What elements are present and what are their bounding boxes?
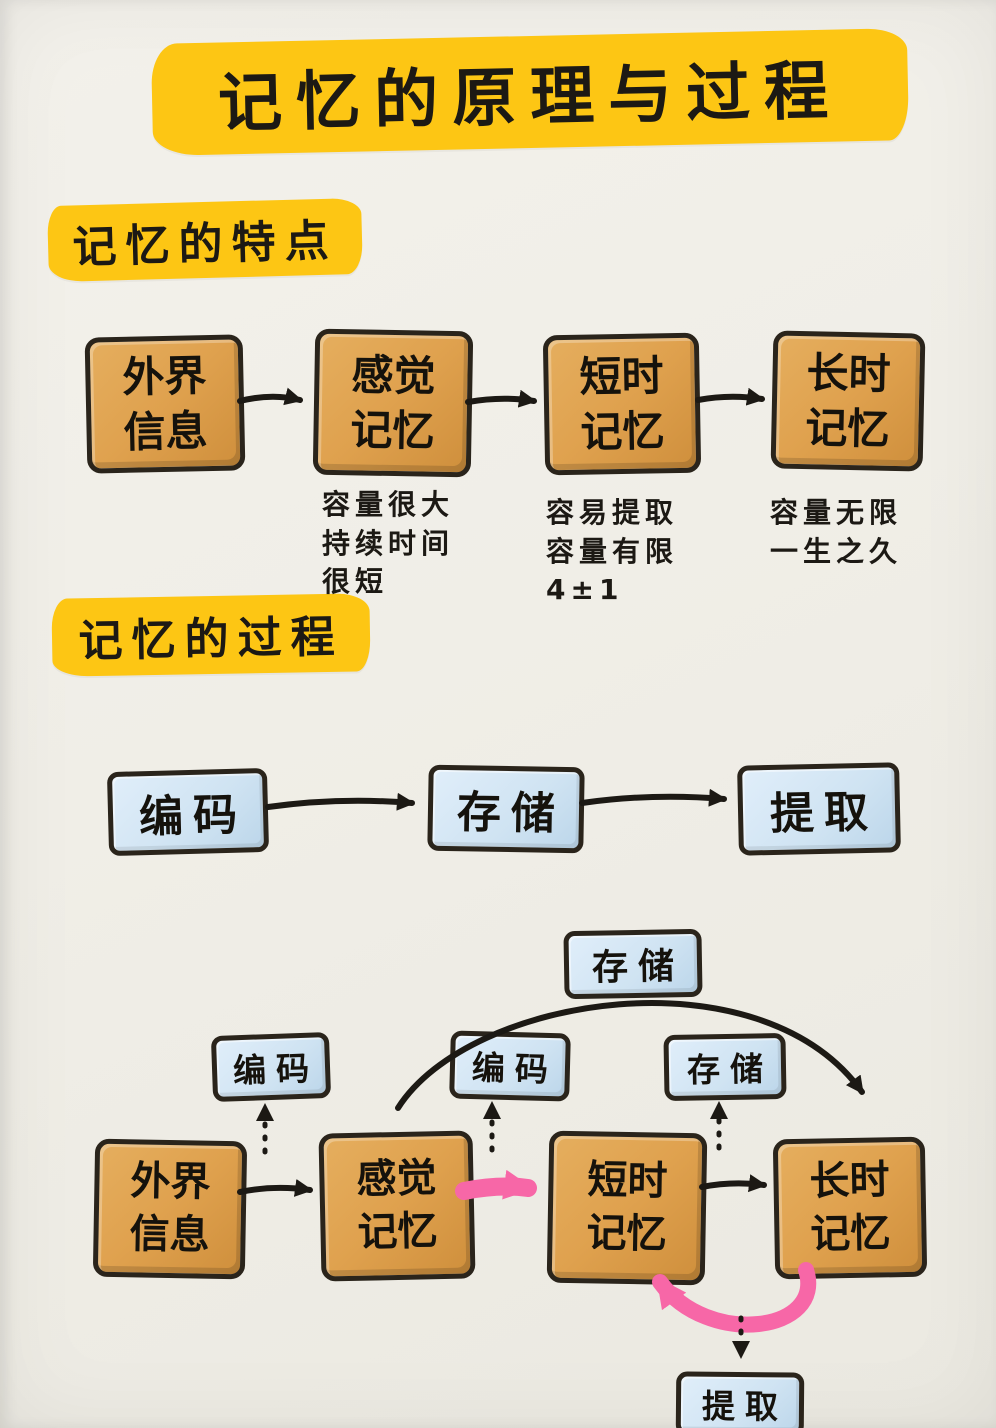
short-term-memory-note: 容易提取 容量有限 4±1 <box>546 496 679 607</box>
model-arrow-short-to-long <box>699 1174 767 1193</box>
model-storage-top-box: 存储 <box>563 928 703 1000</box>
title-highlight: 记忆的原理与过程 <box>150 28 910 156</box>
model-storage-right-box: 存储 <box>663 1032 787 1102</box>
process-box-storage: 存储 <box>427 764 585 854</box>
model-short-term-label: 短时记忆 <box>586 1157 668 1258</box>
external-info-label: 外界信息 <box>121 350 209 457</box>
model-long-term-label: 长时记忆 <box>809 1157 891 1258</box>
model-encoding-mid-label: 编码 <box>471 1048 559 1090</box>
model-box-short-term: 短时记忆 <box>546 1130 708 1286</box>
process-heading-highlight: 记忆的过程 <box>51 593 371 677</box>
model-storage-top-label: 存储 <box>591 946 685 989</box>
model-storage-right-label: 存储 <box>686 1049 774 1090</box>
process-box-encoding: 编码 <box>106 767 270 857</box>
model-encoding-left-label: 编码 <box>232 1048 320 1091</box>
model-encoding-mid-box: 编码 <box>449 1030 571 1102</box>
page-title: 记忆的原理与过程 <box>217 54 843 142</box>
model-encoding-left-box: 编码 <box>210 1031 332 1103</box>
memory-box-sensory: 感觉记忆 <box>312 328 474 478</box>
arrow-encoding-to-storage <box>265 792 415 811</box>
model-retrieval-box: 提取 <box>675 1371 805 1428</box>
model-retrieval-label: 提取 <box>701 1386 789 1427</box>
arrow-sensory-to-short <box>465 389 537 408</box>
features-heading-highlight: 记忆的特点 <box>47 197 363 283</box>
model-box-sensory: 感觉记忆 <box>318 1130 476 1282</box>
arrow-info-to-sensory <box>237 387 303 406</box>
model-box-external-info: 外界信息 <box>92 1138 248 1280</box>
sensory-memory-label: 感觉记忆 <box>350 349 436 456</box>
arrow-short-to-long <box>695 387 765 406</box>
long-term-memory-note: 容量无限 一生之久 <box>770 496 903 568</box>
encoding-label: 编码 <box>138 789 248 844</box>
model-sensory-label: 感觉记忆 <box>355 1155 439 1256</box>
process-heading: 记忆的过程 <box>78 611 345 668</box>
features-heading: 记忆的特点 <box>71 215 339 274</box>
long-term-memory-label: 长时记忆 <box>804 347 892 454</box>
memory-box-external-info: 外界信息 <box>84 334 246 474</box>
short-term-memory-label: 短时记忆 <box>579 350 665 457</box>
model-external-info-label: 外界信息 <box>129 1158 211 1259</box>
sensory-memory-note: 容量很大 持续时间 很短 <box>322 488 455 599</box>
model-arrow-info-to-sensory <box>237 1179 313 1197</box>
storage-label: 存储 <box>456 787 566 841</box>
memory-box-short-term: 短时记忆 <box>542 332 702 476</box>
process-box-retrieval: 提取 <box>737 762 901 856</box>
retrieval-label: 提取 <box>769 786 879 841</box>
arrow-storage-to-retrieval <box>579 788 727 807</box>
memory-box-long-term: 长时记忆 <box>770 330 926 472</box>
model-box-long-term: 长时记忆 <box>772 1136 928 1280</box>
